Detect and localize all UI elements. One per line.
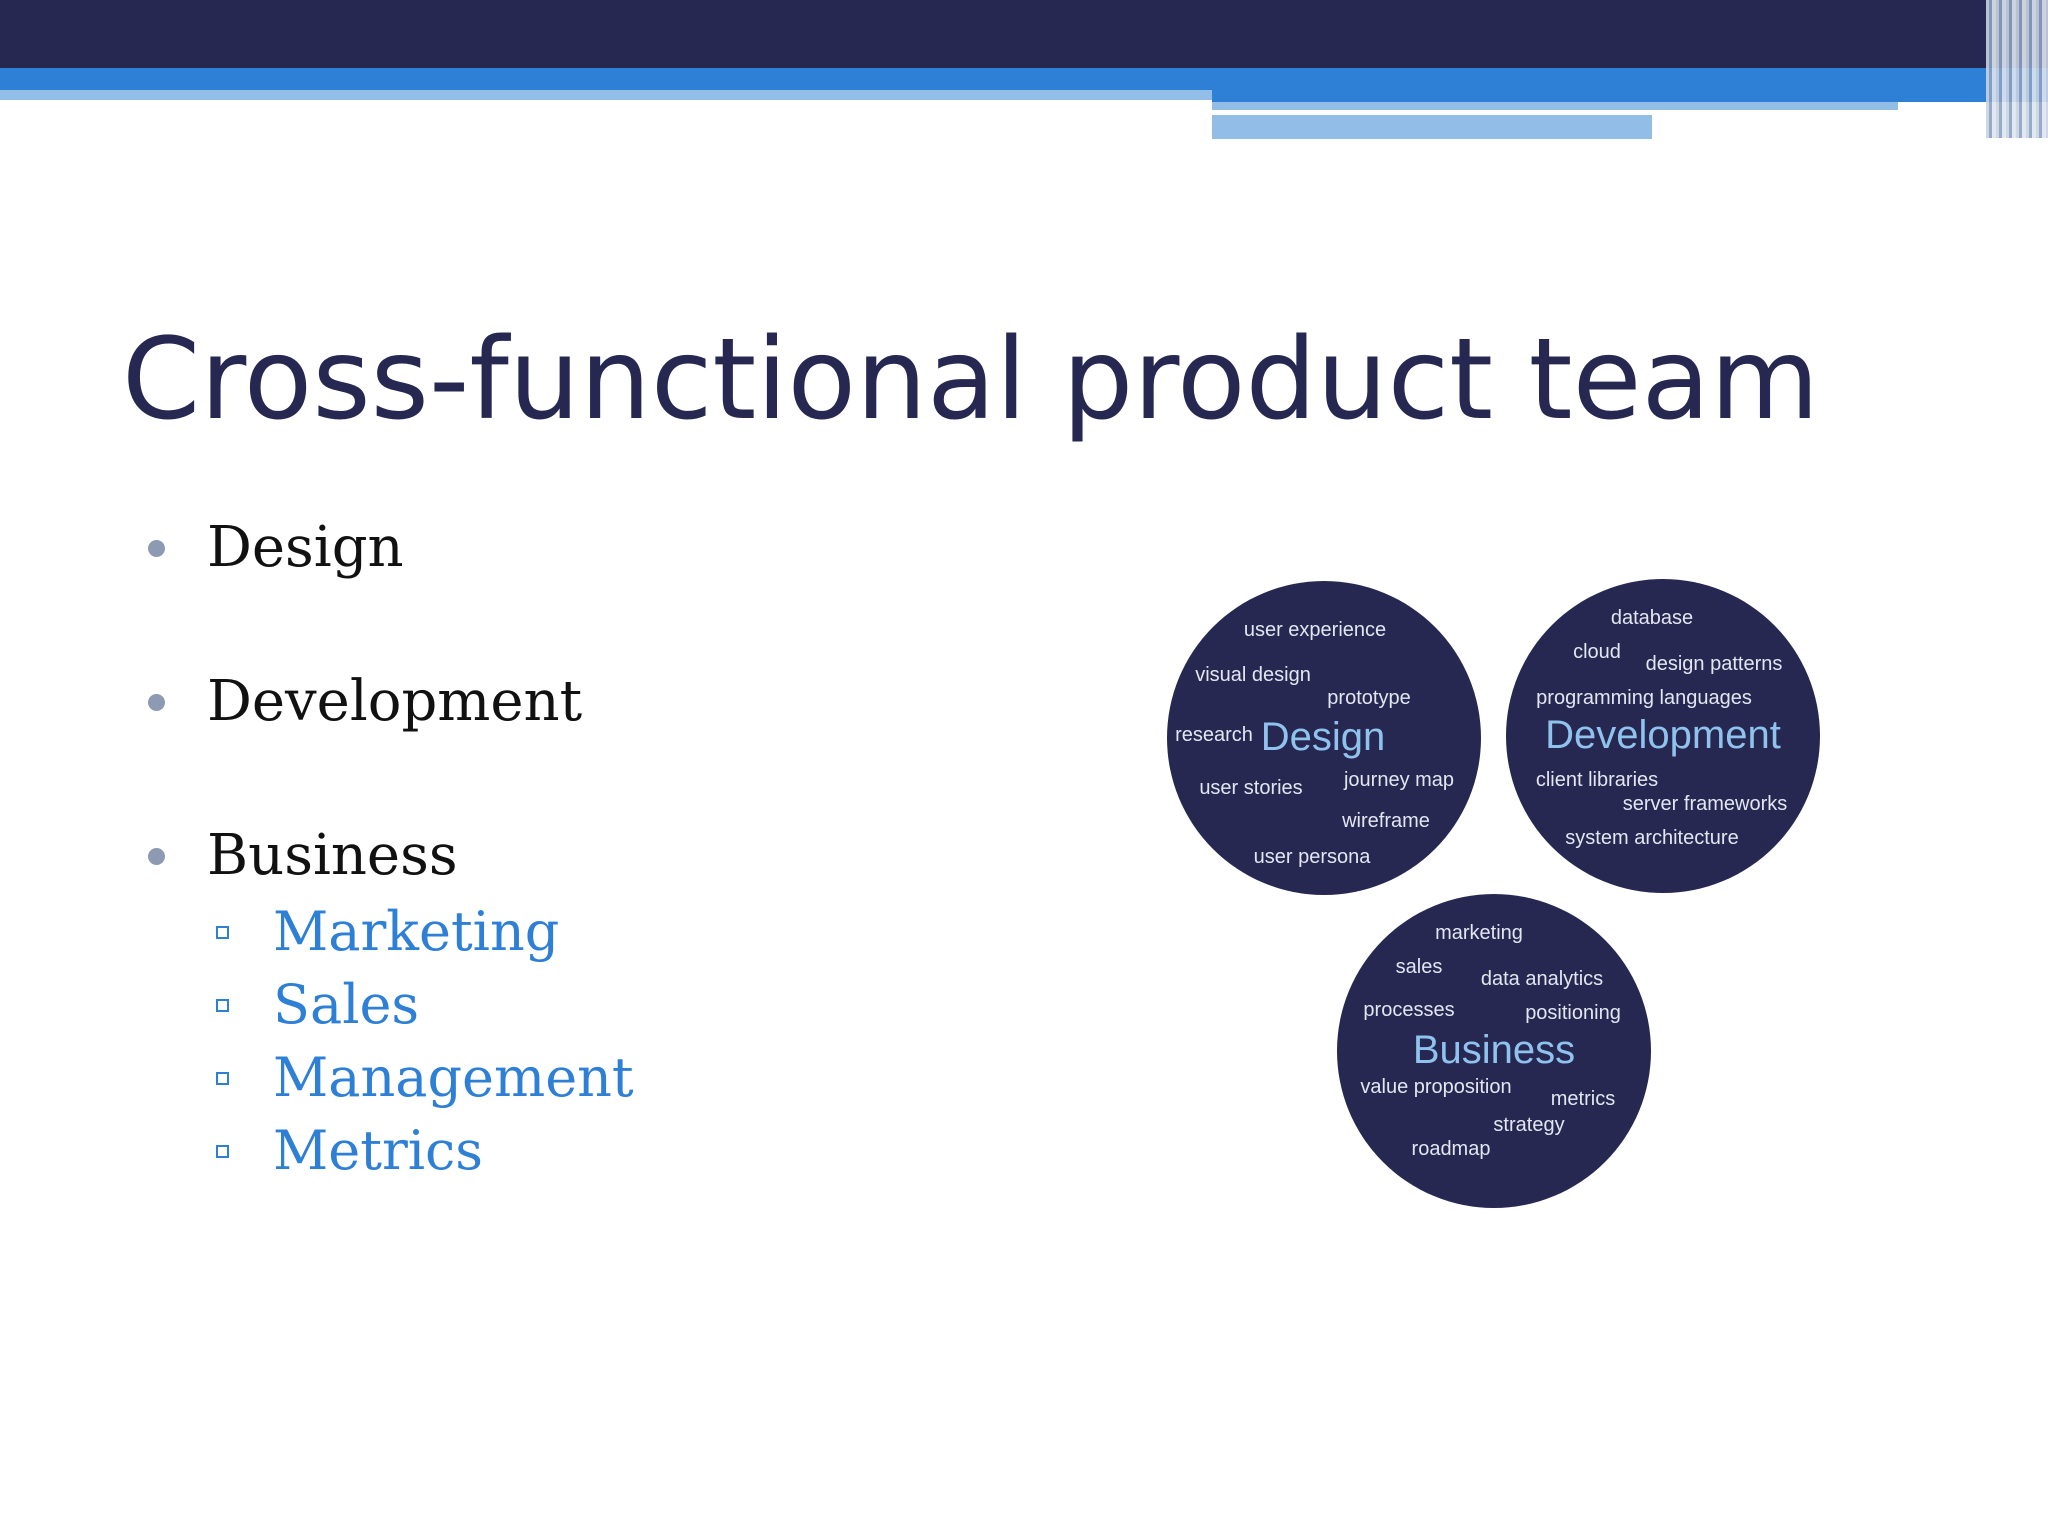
cloud-word: sales [1395,956,1443,978]
cloud-word: user stories [1199,777,1303,799]
bullet-dot-icon [148,693,165,711]
bullet-label: Design [207,515,404,580]
cloud-word: system architecture [1565,827,1739,849]
header-light-bar-right-lower [1212,115,1652,139]
bullet-dot-icon [148,847,165,865]
sub-item-label: Marketing [273,900,560,963]
cloud-word: strategy [1493,1114,1565,1136]
bullet-label: Business [207,823,458,888]
cloud-word: design patterns [1645,653,1783,675]
square-bullet-icon [216,925,229,939]
sub-item-label: Metrics [273,1119,483,1182]
cloud-word: wireframe [1342,810,1430,832]
development-word-cloud: database cloud design patterns programmi… [1506,579,1820,893]
cloud-word: journey map [1343,769,1455,791]
cloud-word: cloud [1573,641,1621,663]
bullet-item-design: Design [148,508,404,588]
bullet-item-development: Development [148,662,582,742]
header-corner-stripes [1986,0,2048,138]
cloud-word: visual design [1195,664,1311,686]
cloud-word: database [1610,607,1694,629]
header-blue-bar-right [1212,68,2048,102]
bullet-item-business: Business [148,816,458,896]
cloud-word: value proposition [1360,1076,1512,1098]
sub-item-metrics: Metrics [216,1114,483,1188]
cloud-word: programming languages [1536,687,1752,709]
bullet-label: Development [207,669,583,734]
bullet-dot-icon [148,539,165,557]
sub-item-label: Management [273,1046,634,1109]
header-white-line-right [1212,110,1898,115]
header-navy-bar [0,0,2048,68]
cloud-word: prototype [1327,687,1411,709]
design-word-cloud: user experience visual design prototype … [1167,581,1481,895]
cloud-word: user persona [1253,846,1371,868]
sub-item-management: Management [216,1041,634,1115]
header-light-bar-right [1212,102,1898,110]
business-word-cloud: marketing sales data analytics processes… [1337,894,1651,1208]
slide-title: Cross-functional product team [122,315,1820,445]
square-bullet-icon [216,998,229,1012]
cloud-center-label: Design [1260,715,1386,759]
header-light-bar-left [0,90,1212,100]
cloud-word: processes [1363,999,1455,1021]
cloud-word: client libraries [1535,769,1659,791]
cloud-word: data analytics [1480,968,1604,990]
cloud-center-label: Development [1545,713,1781,757]
cloud-word: user experience [1243,619,1387,641]
cloud-word: research [1175,724,1253,746]
cloud-word: roadmap [1411,1138,1491,1160]
sub-item-marketing: Marketing [216,895,559,969]
cloud-word: metrics [1550,1088,1616,1110]
cloud-word: server frameworks [1622,793,1788,815]
sub-item-sales: Sales [216,968,419,1042]
sub-item-label: Sales [273,973,420,1036]
cloud-word: positioning [1525,1002,1621,1024]
cloud-word: marketing [1435,922,1523,944]
square-bullet-icon [216,1144,229,1158]
cloud-center-label: Business [1412,1028,1576,1072]
header-blue-bar-left [0,68,1212,90]
square-bullet-icon [216,1071,229,1085]
